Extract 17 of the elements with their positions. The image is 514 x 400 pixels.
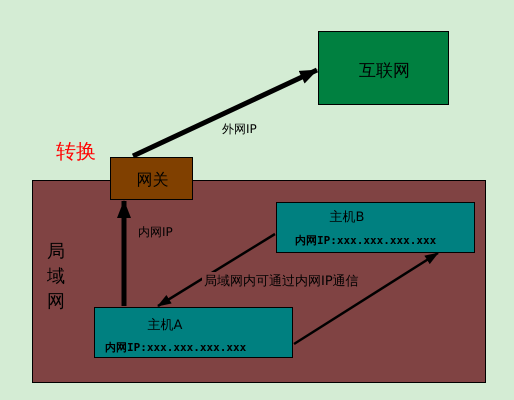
host-box <box>276 202 475 253</box>
ip-address: 内网IP:xxx.xxx.xxx.xxx <box>105 340 246 355</box>
arrow <box>132 68 318 158</box>
node-title: 互联网 <box>358 60 411 82</box>
node-title: 主机B <box>328 209 366 226</box>
arrow <box>157 232 276 308</box>
arrow <box>117 200 131 306</box>
ip-address: 内网IP:xxx.xxx.xxx.xxx <box>295 233 436 248</box>
gateway-box <box>110 157 193 200</box>
host-box <box>94 307 293 358</box>
arrow <box>293 252 439 346</box>
edge-label: 局域网内可通过内网IP通信 <box>202 272 361 290</box>
node-title: 主机A <box>146 317 184 334</box>
node-title: 网关 <box>136 170 170 191</box>
node-title: 局域网 <box>47 240 66 314</box>
internet-box <box>318 31 449 105</box>
note-label: 转换 <box>56 138 96 165</box>
